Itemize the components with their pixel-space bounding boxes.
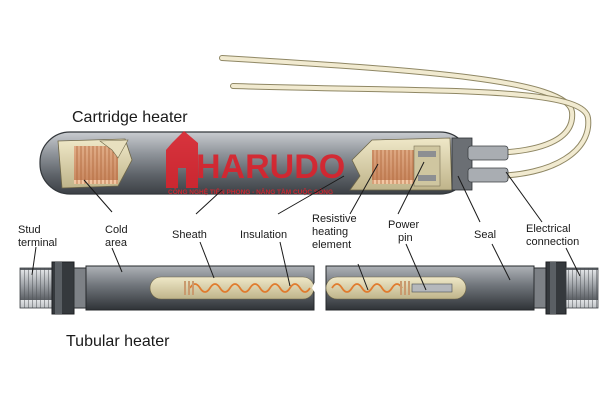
electrical-wires: [219, 55, 592, 179]
logo-tagline: CÔNG NGHỆ TIÊN PHONG - NÂNG TẦM CUỘC SỐN…: [168, 186, 333, 196]
harudo-logo: HARUDO CÔNG NGHỆ TIÊN PHONG - NÂNG TẦM C…: [166, 131, 345, 196]
logo-brand: HARUDO: [196, 148, 345, 186]
label-cold-area: Cold area: [105, 224, 131, 249]
cartridge-heater-title: Cartridge heater: [72, 109, 188, 126]
leader-lines: [31, 161, 581, 291]
tubular-heater: [19, 261, 599, 315]
label-sheath: Sheath: [172, 229, 207, 241]
label-resistive-heating-element: Resistive heating element: [312, 213, 360, 251]
label-insulation: Insulation: [240, 229, 287, 241]
cartridge-heater: [39, 131, 509, 195]
tubular-heater-title: Tubular heater: [66, 333, 170, 350]
label-electrical-connection: Electrical connection: [526, 223, 579, 248]
label-seal: Seal: [474, 229, 496, 241]
label-stud-terminal: Stud terminal: [18, 224, 57, 249]
label-power-pin: Power pin: [388, 219, 422, 244]
